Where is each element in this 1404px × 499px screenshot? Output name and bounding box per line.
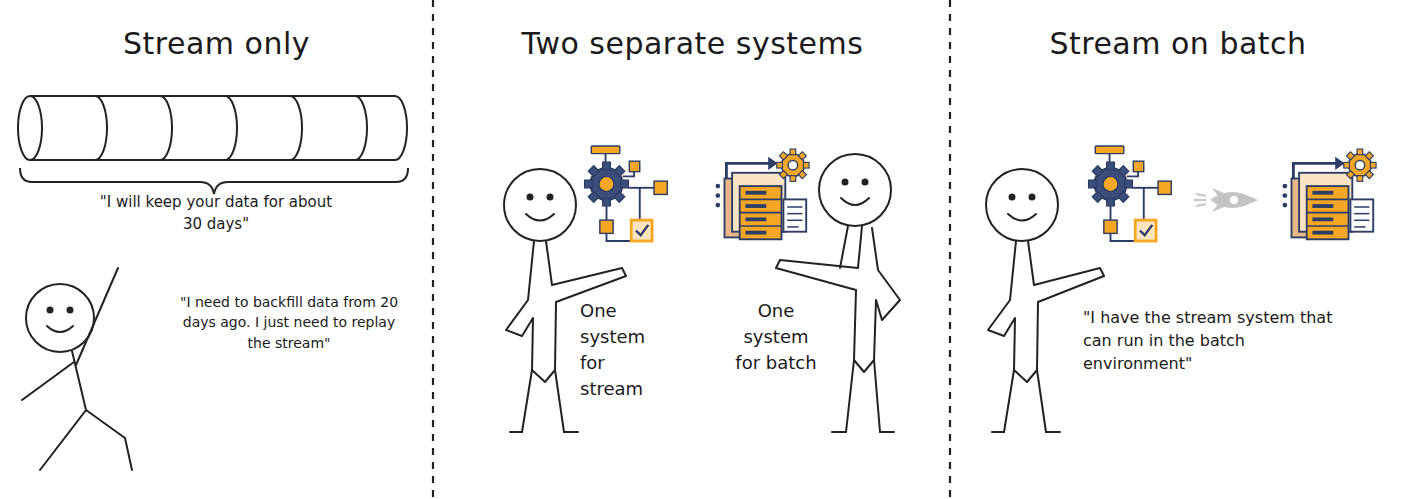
retention-bracket — [20, 168, 408, 194]
stream-segment — [225, 96, 237, 160]
stick-figure-feet — [992, 431, 1060, 433]
stick-figure-eye — [68, 308, 73, 313]
panel-heading: Two separate systems — [435, 26, 950, 62]
stick-figure-arm — [22, 268, 118, 400]
stick-figure-head — [26, 284, 94, 352]
stream-log — [18, 96, 407, 160]
stream-log — [30, 96, 395, 160]
stick-figure-body — [40, 351, 132, 470]
stick-figure — [776, 154, 900, 432]
process-icon — [1089, 146, 1172, 241]
batch-icon — [1282, 149, 1376, 239]
stream-segment — [355, 96, 367, 160]
stick-figure-smile — [47, 326, 73, 332]
stick-figure-eye — [843, 180, 848, 185]
panel-heading: Stream on batch — [952, 26, 1404, 62]
rocket-icon — [1194, 194, 1206, 206]
stick-figure-eye — [528, 195, 533, 200]
panel-divider — [949, 0, 951, 499]
panel-heading: Stream only — [0, 26, 433, 62]
speech-text: One system for stream — [580, 298, 664, 402]
stream-segment — [395, 96, 407, 160]
speech-text: One system for batch — [731, 298, 821, 376]
stick-figure-head — [986, 169, 1058, 241]
diagram-panel: Stream on batch "I have the stream system… — [952, 0, 1404, 499]
panel-divider — [433, 0, 950, 499]
stick-figure-feet — [832, 431, 894, 433]
stream-segment — [290, 96, 302, 160]
rocket-icon — [1194, 188, 1258, 212]
stick-figure-eye — [1010, 195, 1015, 200]
diagram-panel: Stream only "I will keep your data for ab… — [0, 0, 433, 499]
stick-figure-eye — [1030, 195, 1035, 200]
batch-icon — [715, 149, 809, 239]
stream-segment — [160, 96, 172, 160]
stick-figure-eye — [48, 308, 53, 313]
speech-text: "I have the stream system that can run i… — [1083, 306, 1337, 376]
speech-text: "I will keep your data for about 30 days… — [88, 192, 344, 236]
stick-figure — [986, 169, 1104, 432]
stream-log — [18, 96, 42, 160]
stream-segment — [95, 96, 107, 160]
rocket-icon — [1230, 196, 1238, 204]
stick-figure-smile — [841, 198, 869, 205]
stick-figure — [22, 268, 132, 470]
diagram-panel: Two separate systemsOne system for strea… — [435, 0, 950, 499]
speech-text: "I need to backfill data from 20 days ag… — [176, 292, 402, 353]
stick-figure-eye — [863, 180, 868, 185]
stick-figure-smile — [526, 214, 554, 221]
stick-figure-head — [504, 169, 576, 241]
rocket-icon — [1212, 188, 1224, 212]
panel-divider — [432, 0, 434, 499]
stick-figure-smile — [1008, 214, 1036, 221]
process-icon — [585, 146, 668, 241]
stick-figure-feet — [510, 431, 578, 433]
stick-figure-head — [819, 154, 891, 226]
stick-figure-eye — [548, 195, 553, 200]
